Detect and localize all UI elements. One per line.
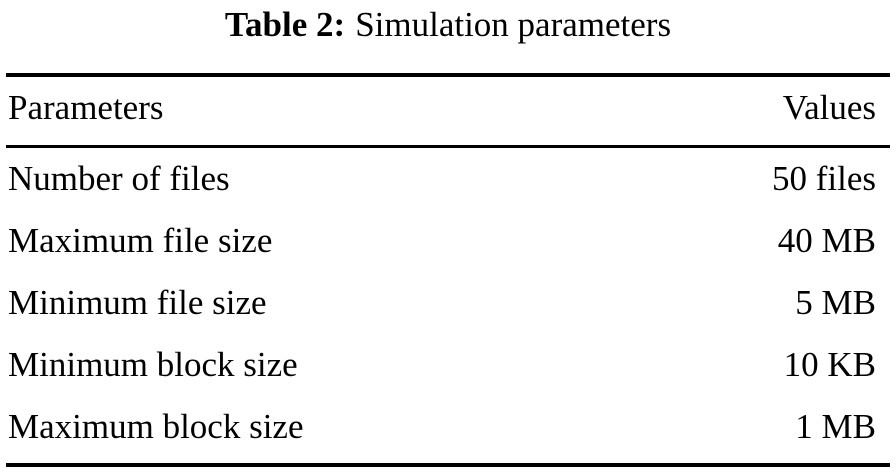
table-row: Maximum file size 40 MB [8,210,876,272]
cell-parameter: Number of files [8,159,230,198]
column-header-values: Values [782,88,876,127]
caption-text: Simulation parameters [355,5,672,44]
table-row: Minimum block size 10 KB [8,334,876,396]
cell-value: 10 KB [783,345,876,384]
table-top-rule [6,73,890,77]
cell-value: 40 MB [777,221,876,260]
cell-parameter: Minimum file size [8,283,267,322]
table-header-row: Parameters Values [8,78,876,138]
caption-label: Table 2: [224,5,346,44]
cell-parameter: Maximum file size [8,221,273,260]
cell-value: 5 MB [795,283,876,322]
cell-value: 1 MB [795,407,876,446]
column-header-parameters: Parameters [8,88,164,127]
cell-parameter: Maximum block size [8,407,304,446]
table-caption: Table 2:Simulation parameters [0,2,896,48]
table-header-rule [6,145,890,148]
table-row: Minimum file size 5 MB [8,272,876,334]
table-row: Number of files 50 files [8,138,876,210]
cell-parameter: Minimum block size [8,345,298,384]
simulation-parameters-table: Parameters Values Number of files 50 fil… [8,78,876,458]
table-bottom-rule [6,463,890,467]
table-body: Number of files 50 files Maximum file si… [8,138,876,458]
table-row: Maximum block size 1 MB [8,396,876,458]
cell-value: 50 files [771,159,876,198]
